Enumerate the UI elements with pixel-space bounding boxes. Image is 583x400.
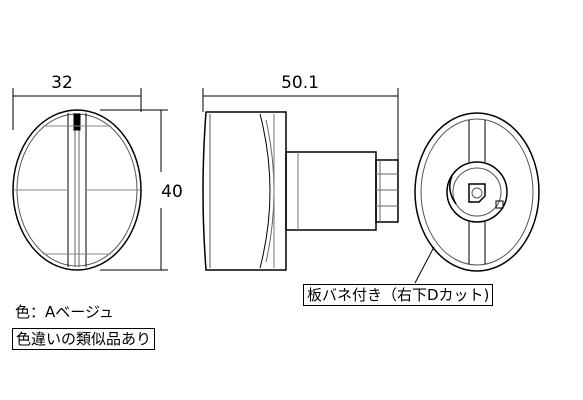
front-outline (12, 109, 142, 271)
similar-color-note: 色違いの類似品あり (12, 328, 156, 350)
d-cut-notch (495, 200, 504, 209)
front-view (12, 88, 168, 271)
dim-width-value: 32 (51, 73, 73, 93)
dim-depth-value: 50.1 (281, 73, 319, 93)
color-note: 色：Aベージュ (15, 303, 114, 321)
leader-line (414, 246, 435, 284)
shaft-tip (375, 159, 399, 223)
rear-outline (414, 112, 540, 272)
side-view (202, 88, 399, 271)
rear-view (414, 112, 540, 284)
cap-curve-outer (259, 113, 271, 269)
hole-center (471, 187, 483, 199)
cap-outline (202, 111, 287, 271)
rear-hub (446, 161, 508, 223)
indicator-mark (73, 113, 81, 131)
d-cut-hole (468, 183, 486, 203)
shaft-body (285, 151, 377, 231)
rear-rim (420, 118, 534, 266)
rear-hub-inner (452, 167, 502, 217)
leaf-spring (449, 175, 457, 205)
leaf-spring-note: 板バネ付き（右下Dカット) (303, 284, 494, 306)
dim-height-value: 40 (161, 182, 183, 202)
